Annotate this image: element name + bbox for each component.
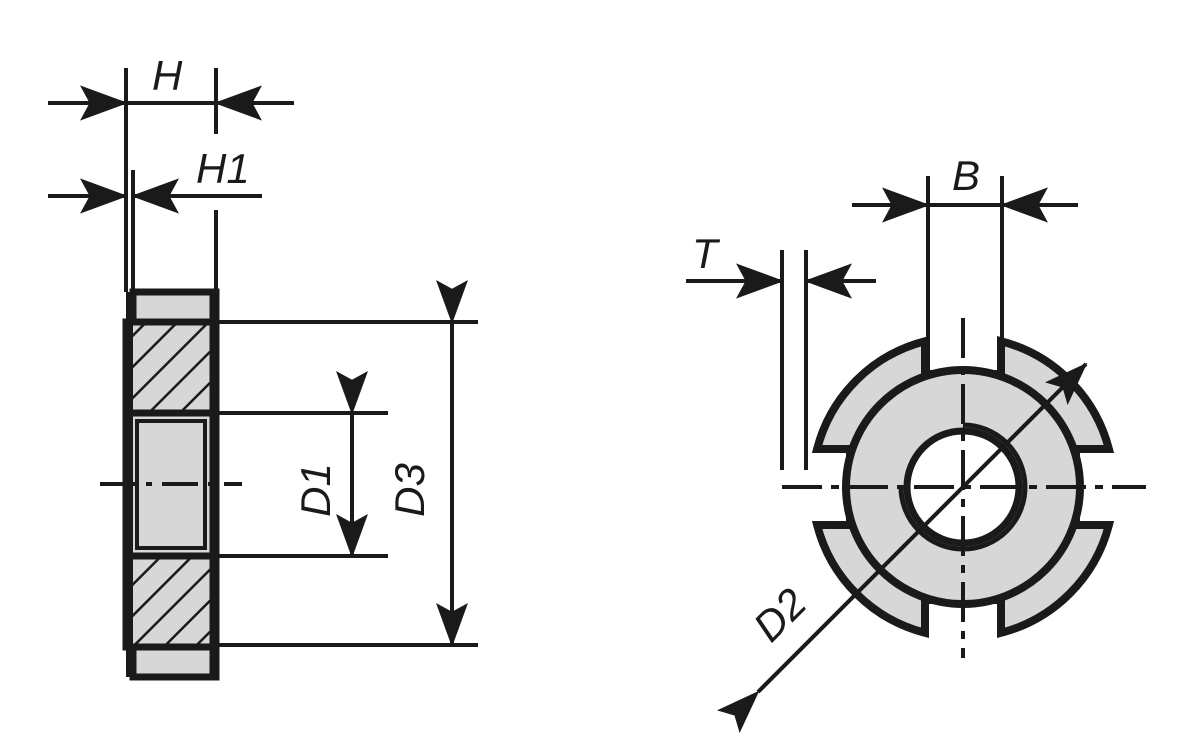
section-view-dimensions: H H1 D1 D3 — [48, 52, 478, 647]
t-dimension-label: T — [692, 230, 721, 277]
d2-dimension-line — [716, 362, 1088, 734]
section-bottom-cap — [129, 643, 220, 681]
b-dimension-label: B — [952, 152, 980, 199]
section-top-cap — [129, 288, 220, 326]
h-dimension-label: H — [152, 52, 183, 99]
section-lower-hatched-body — [122, 552, 220, 651]
d1-dimension-label: D1 — [292, 463, 339, 517]
section-upper-hatched-body — [122, 318, 220, 417]
section-side-view — [100, 288, 242, 681]
d3-dimension-label: D3 — [386, 463, 433, 517]
h1-dimension-label: H1 — [196, 145, 250, 192]
